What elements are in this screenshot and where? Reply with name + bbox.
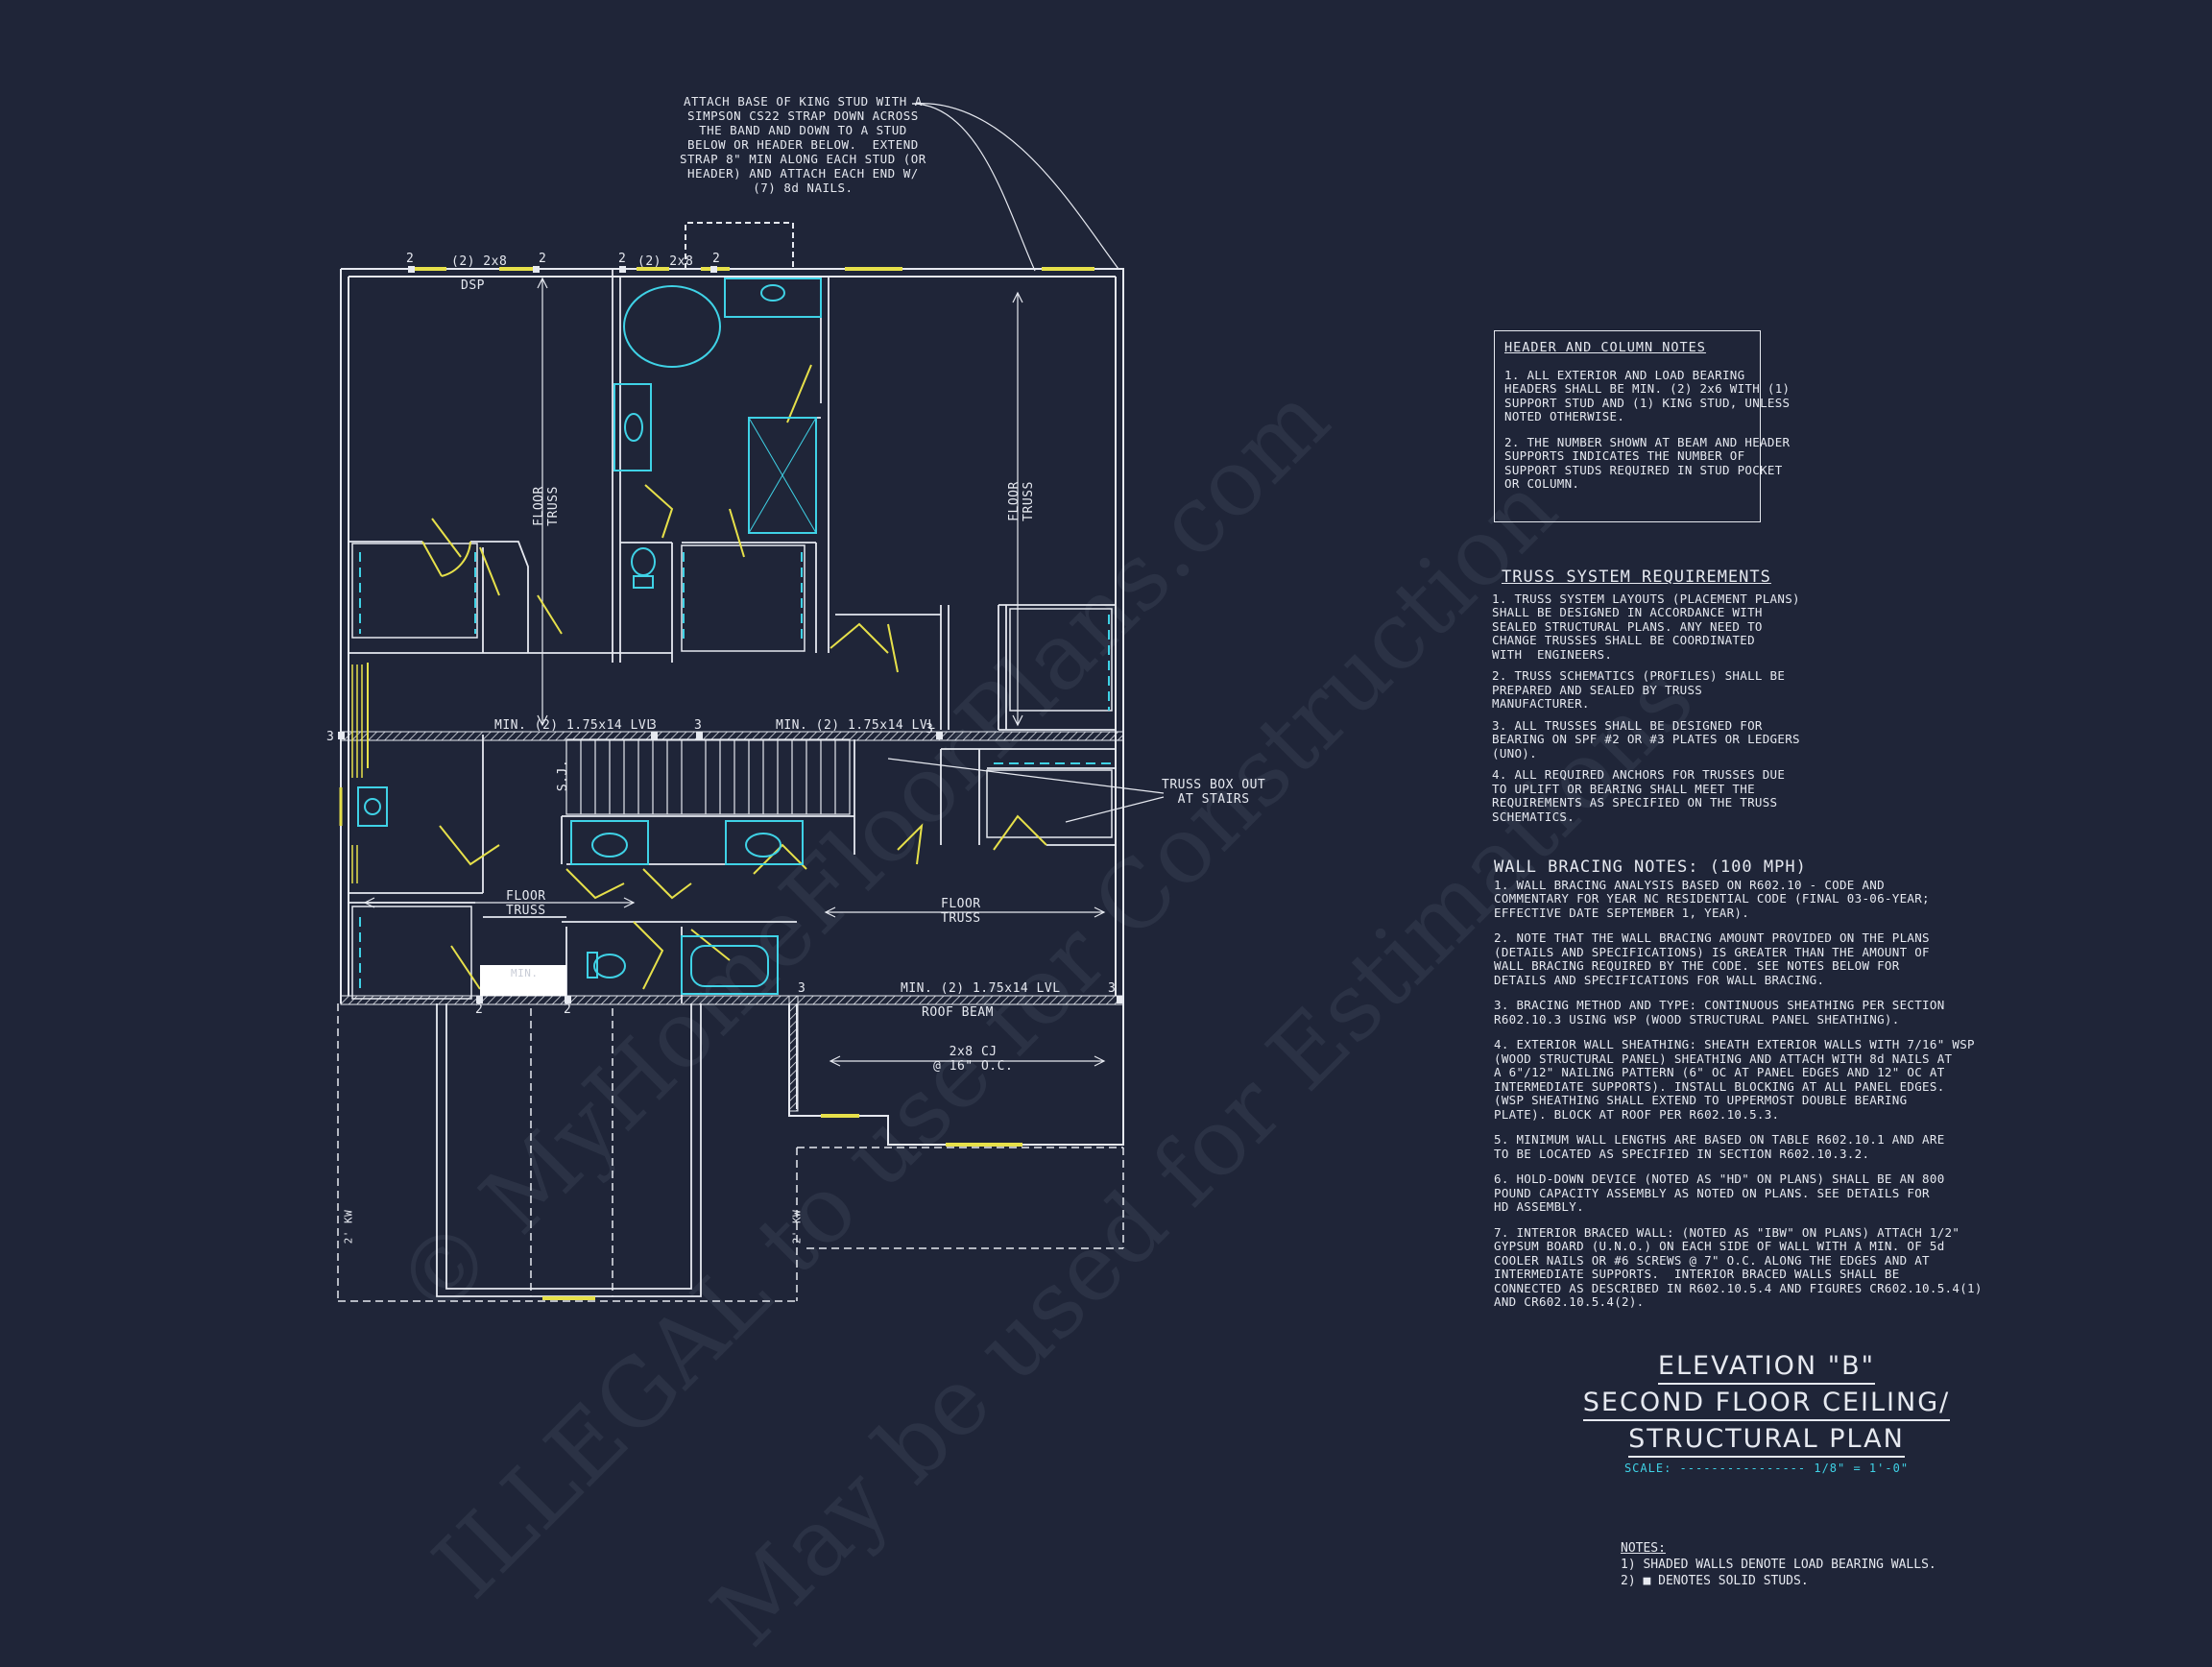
label-stud-count-6: 3 [649,718,658,733]
label-lvl-bottom: MIN. (2) 1.75x14 LVL [901,981,1061,996]
bracing-note-2: 2. NOTE THAT THE WALL BRACING AMOUNT PRO… [1494,930,1930,987]
label-stud-count-11: 3 [798,981,806,996]
bracing-notes-title: WALL BRACING NOTES: (100 MPH) [1494,858,1807,877]
label-floor-truss-right: FLOOR TRUSS [1006,481,1036,521]
truss-note-4: 4. ALL REQUIRED ANCHORS FOR TRUSSES DUE … [1492,767,1786,824]
label-floor-truss-lower-left: FLOOR TRUSS [506,889,546,918]
truss-note-1: 1. TRUSS SYSTEM LAYOUTS (PLACEMENT PLANS… [1492,591,1800,662]
label-min: MIN. [511,967,539,979]
label-stud-count-4: 2 [712,252,721,266]
label-floor-truss-lower-right: FLOOR TRUSS [941,897,981,926]
truss-note-2: 2. TRUSS SCHEMATICS (PROFILES) SHALL BE … [1492,668,1786,711]
header-note-1: 1. ALL EXTERIOR AND LOAD BEARING HEADERS… [1504,367,1791,423]
header-column-notes: HEADER AND COLUMN NOTES 1. ALL EXTERIOR … [1494,330,1791,522]
span-arrows [363,277,1106,1067]
pantry-shelves [351,664,363,883]
truss-system-notes: TRUSS SYSTEM REQUIREMENTS 1. TRUSS SYSTE… [1492,568,1838,832]
label-sj: S.J. [556,759,571,792]
fixtures [357,278,1114,995]
title-second-floor: SECOND FLOOR CEILING/ [1582,1387,1951,1421]
label-dsp: DSP [461,278,485,293]
stairs [565,738,851,815]
doors [339,267,1094,1300]
bracing-note-4: 4. EXTERIOR WALL SHEATHING: SHEATH EXTER… [1494,1037,1975,1122]
label-kneewall-left: 2' KW [342,1209,355,1244]
label-roof-beam: ROOF BEAM [922,1005,994,1020]
general-notes-title: NOTES: [1621,1541,1666,1556]
label-header-top-left: (2) 2x8 [451,254,508,269]
callout-truss-box: TRUSS BOX OUT AT STAIRS [1162,778,1266,807]
title-structural-plan: STRUCTURAL PLAN [1628,1423,1905,1458]
general-note-1: 1) SHADED WALLS DENOTE LOAD BEARING WALL… [1621,1558,1936,1572]
general-note-2: 2) ■ DENOTES SOLID STUDS. [1621,1574,1809,1588]
garage-outline [337,1003,1124,1302]
interior-walls [349,269,1116,1003]
label-stud-count-2: 2 [539,252,547,266]
wall-bracing-notes: WALL BRACING NOTES: (100 MPH) 1. WALL BR… [1494,858,1983,1321]
label-stud-count-8: 3 [926,722,934,737]
title-elevation: ELEVATION "B" [1657,1350,1876,1385]
title-block: ELEVATION "B" SECOND FLOOR CEILING/ STRU… [1575,1350,1959,1475]
label-floor-truss-left: FLOOR TRUSS [531,486,561,526]
general-notes: NOTES: 1) SHADED WALLS DENOTE LOAD BEARI… [1621,1540,1936,1589]
callout-king-stud: ATTACH BASE OF KING STUD WITH A SIMPSON … [680,94,926,195]
label-lvl-left: MIN. (2) 1.75x14 LVL [494,718,655,733]
label-stud-count-5: 3 [326,730,335,744]
garage-walls [436,1003,702,1297]
bracing-note-1: 1. WALL BRACING ANALYSIS BASED ON R602.1… [1494,877,1930,920]
solid-studs [338,266,1123,1003]
bracing-note-6: 6. HOLD-DOWN DEVICE (NOTED AS "HD" ON PL… [1494,1172,1945,1214]
label-stud-count-1: 2 [406,252,415,266]
label-stud-count-9: 2 [475,1003,484,1017]
truss-notes-title: TRUSS SYSTEM REQUIREMENTS [1502,568,1771,587]
callout-leaders [887,103,1165,823]
label-header-top-mid: (2) 2x8 [637,254,694,269]
label-ceiling-joist: 2x8 CJ @ 16" O.C. [933,1045,1014,1074]
header-note-2: 2. THE NUMBER SHOWN AT BEAM AND HEADER S… [1504,434,1791,491]
label-lvl-right: MIN. (2) 1.75x14 LVL [776,718,936,733]
header-notes-title: HEADER AND COLUMN NOTES [1504,340,1706,355]
bracing-note-5: 5. MINIMUM WALL LENGTHS ARE BASED ON TAB… [1494,1132,1945,1161]
bracing-note-7: 7. INTERIOR BRACED WALL: (NOTED AS "IBW"… [1494,1224,1983,1309]
label-stud-count-3: 2 [618,252,627,266]
truss-note-3: 3. ALL TRUSSES SHALL BE DESIGNED FOR BEA… [1492,717,1800,761]
label-stud-count-12: 3 [1108,981,1117,996]
label-stud-count-7: 3 [694,718,703,733]
label-kneewall-right: 2' KW [790,1209,804,1244]
label-mask [480,965,566,996]
label-stud-count-10: 2 [564,1003,572,1017]
bracing-note-3: 3. BRACING METHOD AND TYPE: CONTINUOUS S… [1494,998,1945,1027]
scale-label: SCALE: ---------------- 1/8" = 1'-0" [1623,1462,1910,1475]
